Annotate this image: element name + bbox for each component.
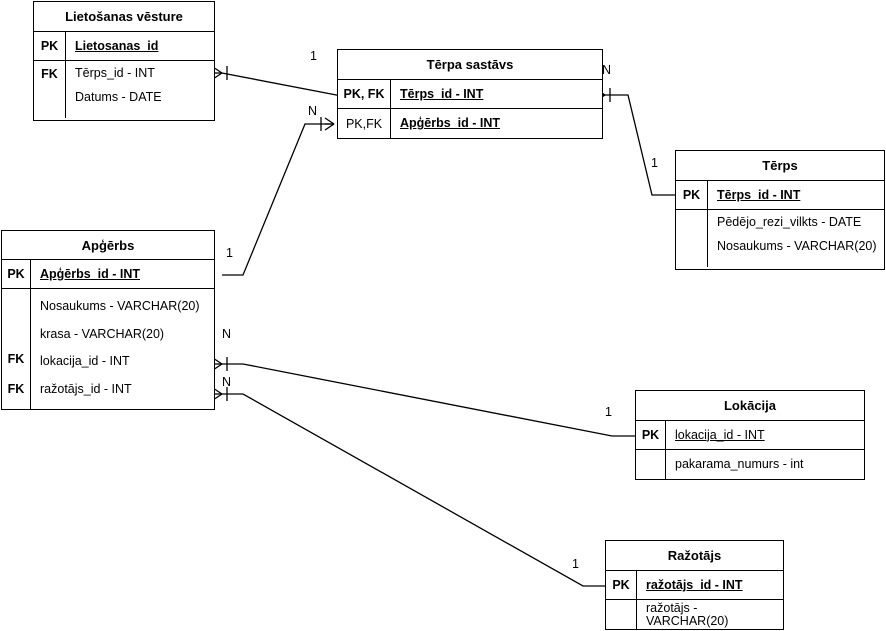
key-label-pk: PK	[636, 421, 666, 449]
entity-row-pk-fk-apgerbs: PK,FK Apģērbs_id - INT	[338, 109, 602, 138]
entity-title-razotajs: Ražotājs	[606, 541, 783, 571]
key-label-pk: PK	[34, 32, 66, 60]
attribute-cell: Apģērbs_id - INT	[391, 109, 602, 138]
entity-title-terps: Tērps	[676, 151, 884, 181]
key-label-fk-razotajs: FK	[7, 381, 25, 396]
attribute-cell: Pēdējo_rezi_vilkts - DATE Nosaukums - VA…	[708, 210, 884, 267]
attribute-cell: Tērps_id - INT Datums - DATE	[66, 61, 214, 118]
entity-row-pk: PK lokacija_id - INT	[636, 421, 864, 450]
attribute-cell: Nosaukums - VARCHAR(20) krasa - VARCHAR(…	[31, 289, 214, 409]
relationship-line-vesture-sastavs	[212, 66, 353, 99]
attribute-cell: ražotājs - VARCHAR(20)	[637, 600, 783, 629]
key-label-pk: PK	[2, 260, 31, 288]
attribute-text: lokacija_id - INT	[40, 354, 130, 368]
entity-title-lokacija: Lokācija	[636, 391, 864, 421]
attribute-cell: Tērps_id - INT	[391, 80, 602, 108]
attribute-cell: Lietosanas_id	[66, 32, 214, 60]
entity-row-fk: FK Tērps_id - INT Datums - DATE	[34, 61, 214, 118]
attribute-text: Lietosanas_id	[75, 38, 159, 53]
entity-row-attributes: pakarama_numurs - int	[636, 450, 864, 479]
attribute-text: Nosaukums - VARCHAR(20)	[40, 299, 200, 313]
key-label-pk: PK	[676, 181, 708, 209]
key-label-fk: FK	[34, 61, 66, 118]
attribute-text: lokacija_id - INT	[675, 427, 765, 442]
cardinality-label-1-sastavs-top: 1	[310, 49, 317, 63]
key-label-pk-fk: PK, FK	[338, 80, 391, 108]
attribute-cell: Tērps_id - INT	[708, 181, 884, 209]
relationship-line-apgerbs-razotajs	[212, 387, 606, 587]
key-label-pk: PK	[606, 571, 637, 599]
key-label-empty	[636, 450, 666, 479]
entity-title-apgerbs: Apģērbs	[2, 231, 214, 260]
cardinality-label-n-sastavs-right: N	[602, 63, 612, 77]
cardinality-label-n-apgerbs-lokacija: N	[222, 327, 232, 341]
entity-row-attributes: Pēdējo_rezi_vilkts - DATE Nosaukums - VA…	[676, 210, 884, 267]
entity-row-pk-fk-terps: PK, FK Tērps_id - INT	[338, 80, 602, 109]
entity-row-pk: PK Tērps_id - INT	[676, 181, 884, 210]
attribute-cell: pakarama_numurs - int	[666, 450, 864, 479]
attribute-text: ražotājs_id - INT	[646, 577, 743, 592]
attribute-text: Tērps_id - INT	[400, 86, 484, 101]
relationship-line-apgerbs-sastavs	[222, 117, 335, 276]
attribute-text: ražotājs_id - INT	[40, 381, 132, 396]
entity-terps[interactable]: Tērps PK Tērps_id - INT Pēdējo_rezi_vilk…	[675, 150, 885, 270]
attribute-text: Apģērbs_id - INT	[40, 266, 141, 281]
attribute-cell: Apģērbs_id - INT	[31, 260, 214, 288]
entity-title-terpa-sastavs: Tērpa sastāvs	[338, 50, 602, 80]
attribute-text: Pēdējo_rezi_vilkts - DATE	[717, 215, 862, 229]
attribute-text: Tērps_id - INT	[717, 187, 801, 202]
attribute-text: Tērps_id - INT	[75, 66, 155, 80]
attribute-cell: lokacija_id - INT	[666, 421, 864, 449]
cardinality-label-n-apgerbs-razotajs: N	[222, 375, 232, 389]
entity-terpa-sastavs[interactable]: Tērpa sastāvs PK, FK Tērps_id - INT PK,F…	[337, 49, 603, 139]
attribute-cell: ražotājs_id - INT	[637, 571, 783, 599]
key-label-empty	[676, 210, 708, 267]
entity-lokacija[interactable]: Lokācija PK lokacija_id - INT pakarama_n…	[635, 390, 865, 480]
key-label-pk-fk: PK,FK	[338, 109, 391, 138]
attribute-text: ražotājs - VARCHAR(20)	[646, 601, 729, 628]
attribute-text: Nosaukums - VARCHAR(20)	[717, 238, 877, 253]
cardinality-label-n-sastavs-left: N	[308, 104, 318, 118]
entity-razotajs[interactable]: Ražotājs PK ražotājs_id - INT ražotājs -…	[605, 540, 784, 630]
entity-row-attributes: ražotājs - VARCHAR(20)	[606, 600, 783, 629]
key-label-fk-lokacija: FK	[7, 352, 25, 366]
key-cell-fk-stack: FK FK	[2, 289, 31, 409]
attribute-text: Datums - DATE	[75, 89, 162, 104]
attribute-text: pakarama_numurs - int	[675, 457, 804, 472]
entity-lietosanas-vesture[interactable]: Lietošanas vēsture PK Lietosanas_id FK T…	[33, 1, 215, 121]
key-label-empty	[606, 600, 637, 629]
attribute-text: Apģērbs_id - INT	[400, 116, 501, 131]
attribute-text: krasa - VARCHAR(20)	[40, 326, 165, 341]
entity-row-pk: PK Lietosanas_id	[34, 32, 214, 61]
entity-title-lietosanas-vesture: Lietošanas vēsture	[34, 2, 214, 32]
cardinality-label-1-lokacija: 1	[605, 405, 612, 419]
entity-row-attributes: FK FK Nosaukums - VARCHAR(20) krasa - VA…	[2, 289, 214, 409]
relationship-line-apgerbs-lokacija	[212, 357, 636, 437]
entity-row-pk: PK Apģērbs_id - INT	[2, 260, 214, 289]
cardinality-label-1-razotajs: 1	[572, 557, 579, 571]
entity-row-pk: PK ražotājs_id - INT	[606, 571, 783, 600]
cardinality-label-1-terps: 1	[651, 156, 658, 170]
relationship-line-sastavs-terps	[595, 88, 676, 196]
entity-apgerbs[interactable]: Apģērbs PK Apģērbs_id - INT FK FK Nosauk…	[1, 230, 215, 410]
cardinality-label-1-apgerbs: 1	[226, 246, 233, 260]
